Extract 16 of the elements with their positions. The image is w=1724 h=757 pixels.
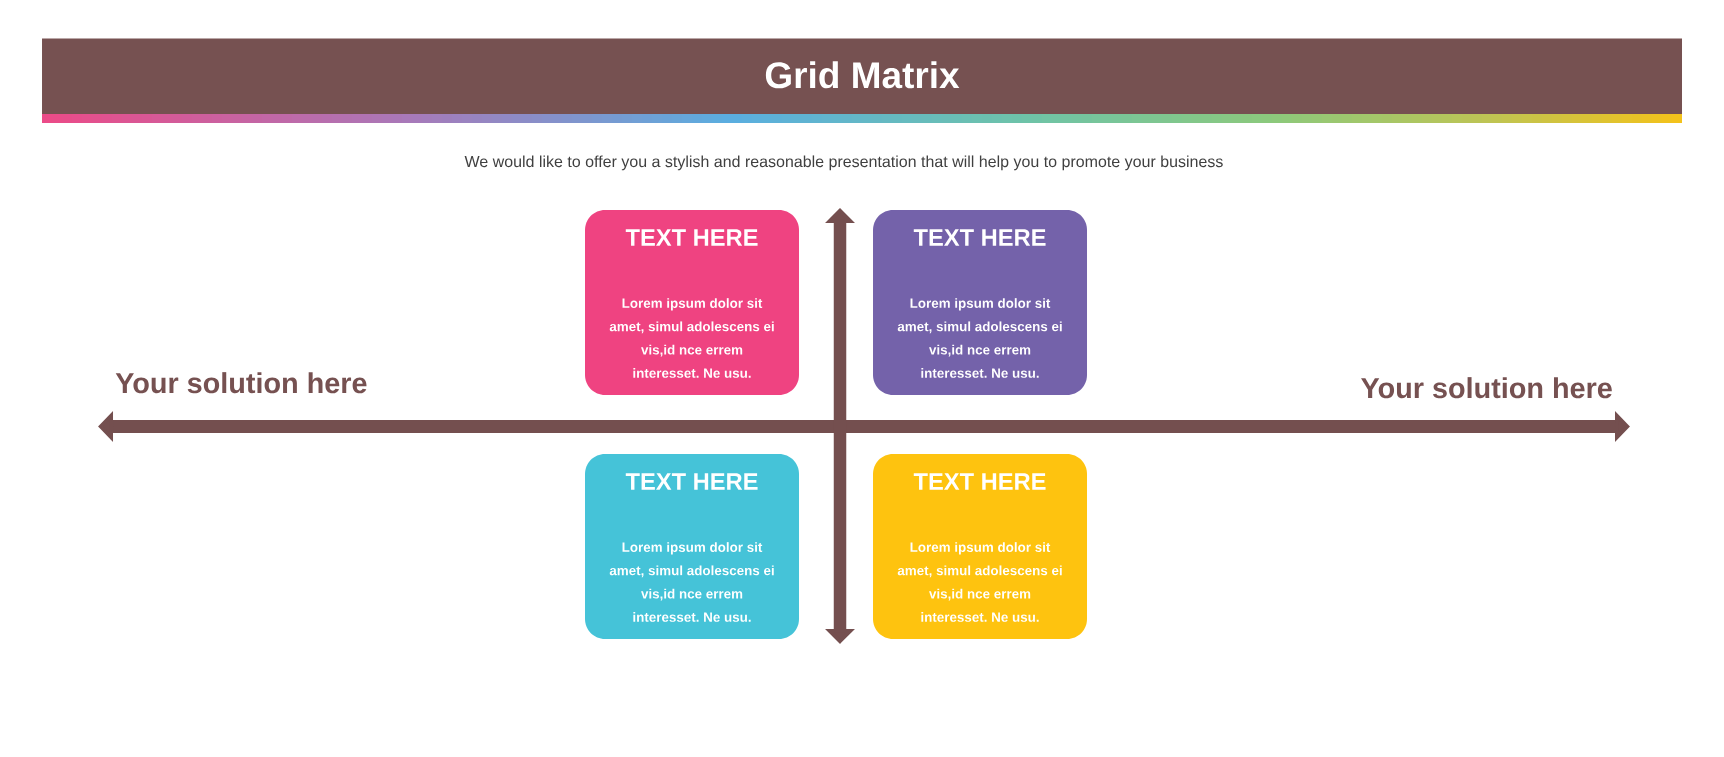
quadrant-card bbox=[873, 454, 1087, 639]
quadrant-card bbox=[585, 454, 799, 639]
card-heading: TEXT HERE bbox=[913, 229, 1046, 246]
title-banner: Grid Matrix bbox=[42, 38, 1682, 114]
card-text: Lorem ipsum dolor sit amet, simul adolescens ei vis,id nce errem interesset. Ne usu. bbox=[897, 298, 1062, 378]
card-heading: TEXT HERE bbox=[625, 229, 758, 246]
axis-label: Your solution here bbox=[1361, 377, 1612, 399]
quadrant-card bbox=[873, 210, 1087, 395]
card-text: Lorem ipsum dolor sit amet, simul adolescens ei vis,id nce errem interesset. Ne usu. bbox=[609, 298, 774, 378]
axis-label: Your solution here bbox=[115, 372, 367, 394]
card-text: Lorem ipsum dolor sit amet, simul adolescens ei vis,id nce errem interesset. Ne usu. bbox=[897, 542, 1062, 622]
card-text: Lorem ipsum dolor sit amet, simul adolescens ei vis,id nce errem interesset. Ne usu. bbox=[609, 542, 774, 622]
subtitle: We would like to offer you a stylish and reasonable presentation that will help you to promote your business bbox=[464, 155, 1223, 171]
card-heading: TEXT HERE bbox=[913, 473, 1046, 490]
quadrant-card bbox=[585, 210, 799, 395]
card-heading: TEXT HERE bbox=[625, 473, 758, 490]
